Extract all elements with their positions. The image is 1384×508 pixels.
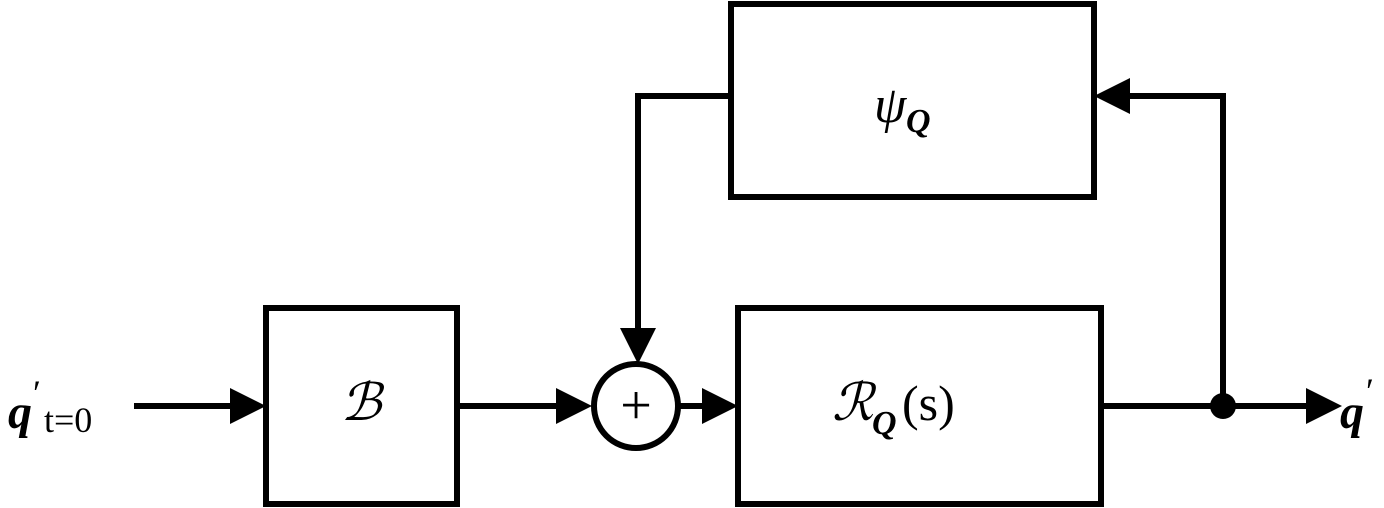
block-psi: ψ Q bbox=[728, 1, 1097, 200]
wire-input-to-b bbox=[134, 388, 266, 424]
arrowhead-summer-to-r bbox=[702, 388, 738, 424]
block-b: ℬ bbox=[263, 305, 460, 507]
wire-summer-to-r bbox=[678, 388, 738, 424]
summer-plus: + bbox=[620, 375, 652, 437]
arrowhead-psi-to-summer bbox=[620, 328, 656, 364]
block-psi-sub: Q bbox=[906, 103, 931, 140]
block-b-label: ℬ bbox=[341, 373, 385, 433]
arrowhead-output bbox=[1306, 388, 1342, 424]
input-symbol: q bbox=[8, 386, 32, 439]
block-psi-main: ψ bbox=[874, 77, 908, 134]
input-subscript: t=0 bbox=[44, 400, 92, 440]
output-symbol: q bbox=[1340, 386, 1364, 439]
block-r-main: ℛ bbox=[832, 373, 877, 433]
wire-psi-to-summer bbox=[620, 93, 731, 364]
output-signal-label: q ′ bbox=[1340, 371, 1374, 439]
wire-b-to-summer bbox=[457, 388, 592, 424]
summing-junction: + bbox=[591, 361, 681, 451]
input-signal-label: q ′ t=0 bbox=[8, 373, 92, 440]
block-r-arg: (s) bbox=[902, 375, 955, 431]
arrowhead-b-to-summer bbox=[556, 388, 592, 424]
input-prime: ′ bbox=[33, 373, 41, 413]
output-prime: ′ bbox=[1366, 371, 1374, 411]
block-r: ℛ Q (s) bbox=[735, 305, 1104, 507]
arrowhead-feedback-to-psi bbox=[1094, 78, 1130, 114]
arrowhead-input-to-b bbox=[230, 388, 266, 424]
block-r-sub: Q bbox=[872, 405, 897, 442]
wire-feedback-to-psi bbox=[1094, 78, 1226, 406]
